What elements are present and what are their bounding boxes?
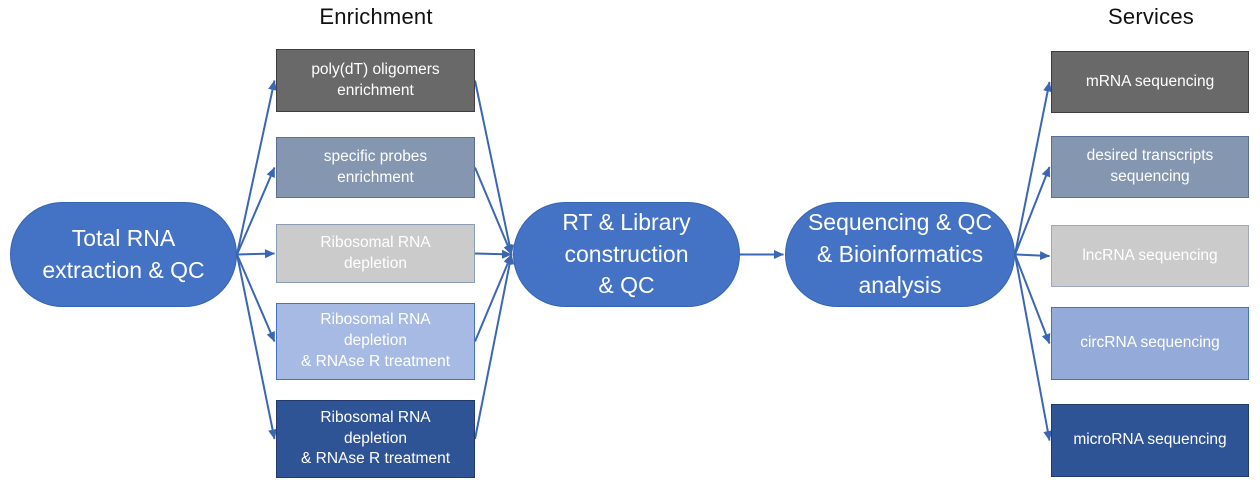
stage-rt-library-construction-qc: RT & Library construction & QC — [513, 202, 740, 307]
enrichment-box-specific-probes: specific probes enrichment — [276, 137, 475, 198]
enrichment-box-ribosomal-depletion-rnase-dark: Ribosomal RNA depletion & RNAse R treatm… — [276, 400, 475, 478]
stage-sequencing-qc-bioinformatics: Sequencing & QC & Bioinformatics analysi… — [785, 202, 1015, 307]
stage-total-rna-extraction-qc: Total RNA extraction & QC — [10, 202, 237, 307]
enrichment-box-ribosomal-depletion: Ribosomal RNA depletion — [276, 224, 475, 283]
service-box-mrna-sequencing: mRNA sequencing — [1051, 51, 1249, 113]
enrichment-column-heading: Enrichment — [319, 4, 433, 29]
service-box-desired-transcripts-sequencing: desired transcripts sequencing — [1051, 136, 1249, 198]
service-box-lncrna-sequencing: lncRNA sequencing — [1051, 225, 1249, 287]
enrichment-box-ribosomal-depletion-rnase-light: Ribosomal RNA depletion & RNAse R treatm… — [276, 303, 475, 380]
enrichment-box-polydt-oligomers: poly(dT) oligomers enrichment — [276, 49, 475, 112]
service-box-microrna-sequencing: microRNA sequencing — [1051, 404, 1249, 477]
service-box-circrna-sequencing: circRNA sequencing — [1051, 307, 1249, 380]
services-column-heading: Services — [1108, 4, 1194, 29]
